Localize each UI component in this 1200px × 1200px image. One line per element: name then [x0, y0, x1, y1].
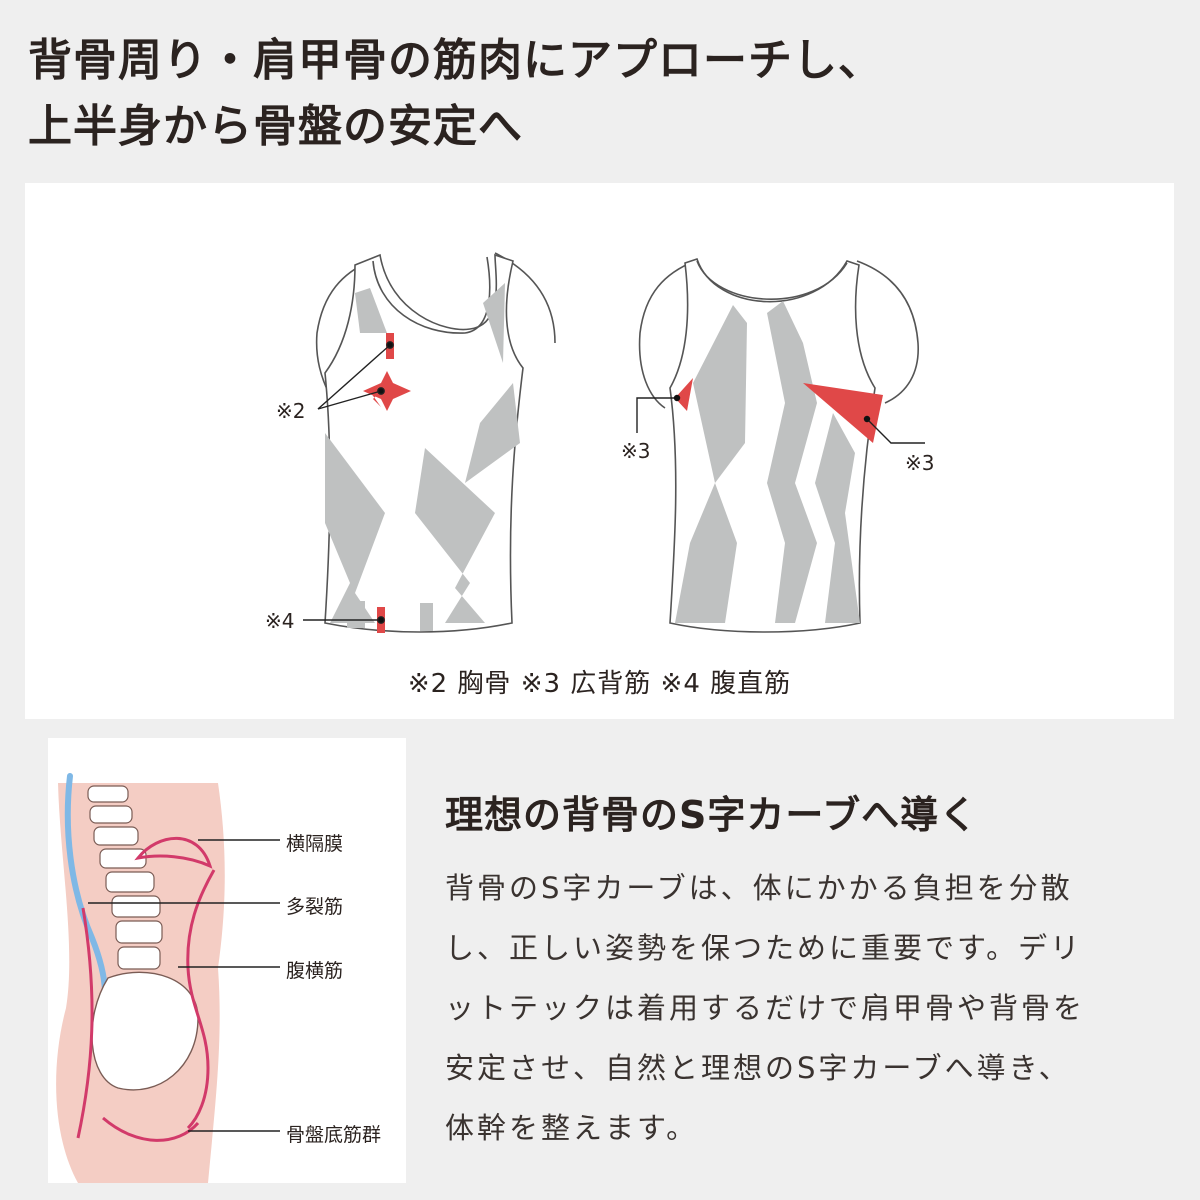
back-left-arm-outline	[638, 260, 696, 409]
garment-figure-panel: ※2 ※4 ※3 ※3 ※2 胸骨 ※3 広背筋 ※4 腹直筋	[25, 183, 1174, 719]
section-title: 理想の背骨のS字カーブへ導く	[445, 793, 979, 837]
back-gray-panels	[675, 301, 860, 623]
front-panel-x-left	[325, 433, 385, 623]
muscle-legend: ※2 胸骨 ※3 広背筋 ※4 腹直筋	[407, 669, 792, 699]
spine-pointer-lines	[88, 839, 280, 1132]
label-transverse-abdominis: 腹横筋	[286, 960, 344, 982]
front-left-arm-outline	[315, 260, 371, 399]
label-multifidus: 多裂筋	[286, 896, 344, 918]
multifidus-shape	[76, 907, 94, 1139]
section-body-line-1: 背骨のS字カーブは、体にかかる負担を分散	[445, 871, 1073, 905]
mark-label-sternum: ※2	[276, 399, 306, 423]
transverse-abdominis-shape	[186, 869, 216, 1130]
back-pointer-lines	[636, 397, 925, 444]
front-panel-x-right	[415, 448, 495, 623]
front-panel-hem-2	[420, 603, 433, 631]
right-lat-leader	[866, 418, 925, 444]
back-right-arm-outline	[856, 260, 919, 404]
vertebrae	[87, 785, 163, 970]
left-lat-highlight	[675, 378, 693, 411]
front-panel-left-top	[355, 288, 387, 333]
label-pelvic-floor: 骨盤底筋群	[286, 1124, 382, 1146]
back-neckline	[696, 260, 848, 300]
front-panel-right-top	[483, 283, 505, 363]
abdominal-dot	[377, 616, 385, 624]
sternum-top-dot	[386, 341, 394, 349]
pelvic-floor-shape	[102, 1116, 200, 1142]
headline-line-1: 背骨周り・肩甲骨の筋肉にアプローチし、	[28, 35, 883, 86]
sternum-star-dot	[377, 387, 385, 395]
back-red-highlights	[675, 378, 883, 443]
back-panel-center	[767, 301, 817, 623]
back-pointer-dots	[673, 394, 871, 423]
back-panel-left	[675, 305, 747, 623]
section-body-line-4: 安定させ、自然と理想のS字カーブへ導き、	[445, 1051, 1071, 1085]
sternum-top-leader	[317, 344, 391, 410]
spine-illustration	[56, 773, 280, 1183]
right-lat-dot	[863, 415, 871, 423]
headline-line-2: 上半身から骨盤の安定へ	[28, 101, 523, 152]
front-panel-right-side	[465, 383, 520, 483]
section-body-line-5: 体幹を整えます。	[445, 1111, 699, 1145]
mark-label-left-lat: ※3	[621, 439, 651, 463]
sternum-star-leader	[317, 390, 382, 410]
label-diaphragm: 横隔膜	[286, 833, 344, 855]
front-panel-hem-1	[347, 601, 365, 628]
sternum-star	[363, 371, 411, 411]
garment-illustration	[303, 252, 925, 633]
front-gray-panels	[325, 283, 520, 631]
spine-figure-panel: 横隔膜 多裂筋 腹横筋 骨盤底筋群	[48, 738, 406, 1183]
section-body-line-3: ットテックは着用するだけで肩甲骨や背骨を	[445, 991, 1086, 1025]
section-body-line-2: し、正しい姿勢を保つために重要です。デリ	[445, 931, 1083, 965]
right-lat-highlight	[803, 383, 883, 443]
mark-label-abdominal: ※4	[265, 609, 295, 633]
section-body: 背骨のS字カーブは、体にかかる負担を分散 し、正しい姿勢を保つために重要です。デ…	[445, 858, 1145, 1158]
front-pointer-lines	[303, 341, 394, 624]
left-lat-dot	[673, 394, 681, 402]
headline: 背骨周り・肩甲骨の筋肉にアプローチし、 上半身から骨盤の安定へ	[28, 28, 883, 160]
core-muscles	[76, 836, 216, 1142]
back-panel-right	[815, 413, 860, 623]
diaphragm-shape	[134, 836, 213, 869]
left-lat-leader	[636, 397, 677, 433]
mark-label-right-lat: ※3	[905, 451, 935, 475]
front-neckline	[372, 256, 491, 334]
